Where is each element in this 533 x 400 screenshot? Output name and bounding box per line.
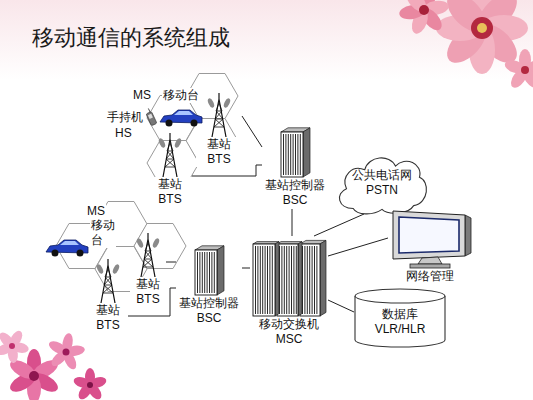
cabinet-icon [191,244,227,296]
monitor-icon [388,209,472,269]
node-label: 数据库 VLR/HLR [362,307,438,337]
base-station: 基站 BTS [196,92,242,168]
station-label: MS [132,88,152,103]
tower-icon [155,133,185,177]
handset-icon [144,108,157,126]
node-label: 基站控制器 BSC [176,296,242,326]
base-station: 基站 BTS [130,232,166,308]
mobile-switching-center: 移动交换机 MSC [250,236,328,348]
pstn-cloud: 公共电话网 PSTN [334,150,430,216]
connector-line [242,116,262,147]
slide-title: 移动通信的系统组成 [32,24,230,52]
connector-line [242,268,250,269]
flower [0,329,30,364]
car-icon [160,110,202,127]
node-label: 基站 BTS [130,277,166,307]
station-label: HS [114,126,133,141]
node-label: 基站 BTS [88,303,128,333]
connector-line [328,300,354,312]
node-label: 公共电话网 PSTN [348,168,416,198]
station-label: MS [86,204,106,219]
tower-icon [93,259,123,303]
flower [72,368,107,400]
base-station-controller: 基站控制器 BSC [262,125,328,209]
node-label: 网络管理 [388,269,472,284]
node-label: 基站 BTS [196,137,242,167]
node-label: 基站控制器 BSC [262,178,328,208]
tower-icon [133,233,163,277]
base-station: 基站 BTS [148,132,192,208]
network-management: 网络管理 [388,208,472,285]
cabinet-icon [277,126,313,178]
connector-line [166,262,176,263]
node-label: 基站 BTS [148,177,192,207]
tower-icon [204,93,234,137]
node-label: 移动交换机 MSC [250,317,328,347]
connector-line [292,209,293,236]
station-label: 手持机 [106,110,144,125]
car-icon [46,240,88,257]
base-station: 基站 BTS [88,258,128,334]
flower [47,332,86,371]
database-cylinder: 数据库 VLR/HLR [354,288,446,348]
switch-cabinet-icon [250,237,328,317]
base-station-controller: 基站控制器 BSC [176,243,242,327]
station-label: 移动台 [90,218,116,248]
flower [398,0,450,36]
connector-line [328,238,388,256]
connector-line [314,214,364,236]
cell-hexagon [134,224,186,269]
station-label: 移动台 [162,88,200,103]
flower [503,49,533,91]
